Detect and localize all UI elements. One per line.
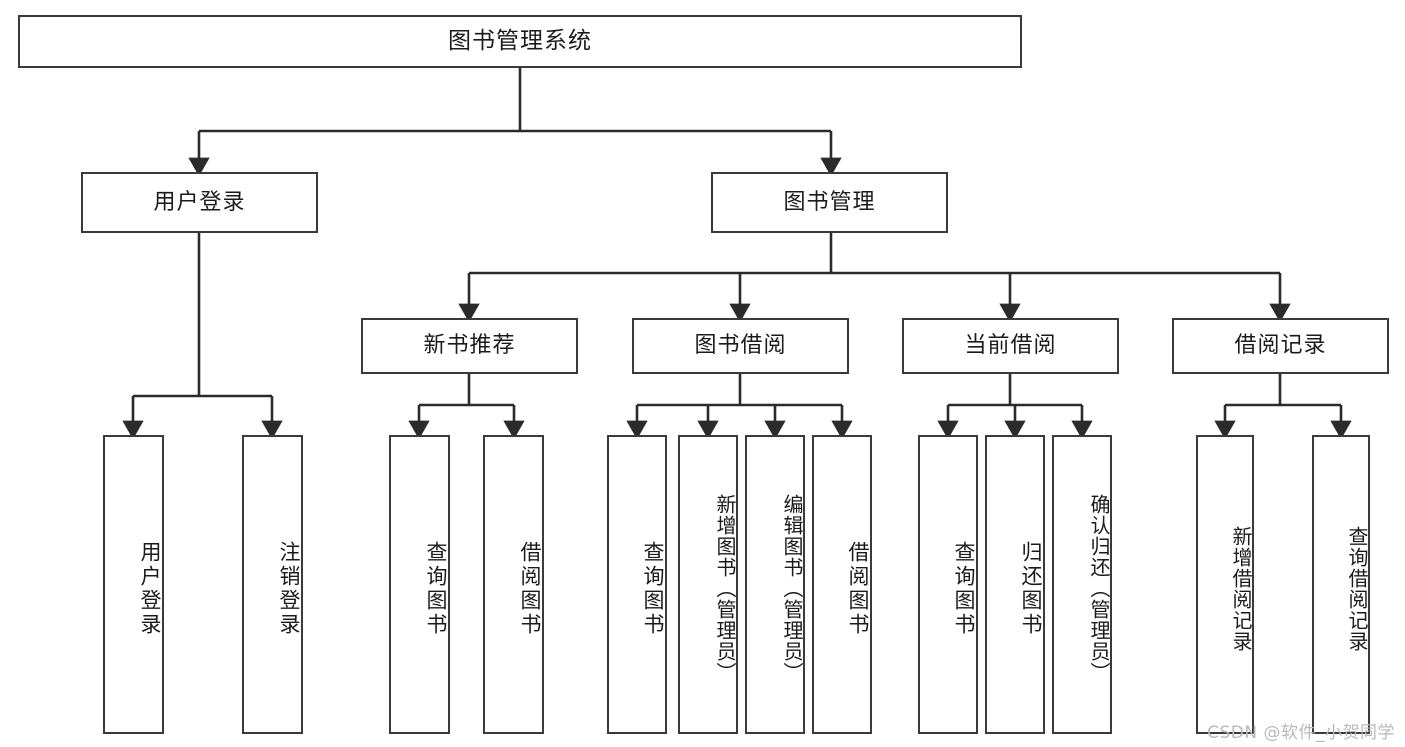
leaf-current-borrow-query-label: 查询图书 xyxy=(952,540,976,637)
node-new-book-recommend[interactable]: 新书推荐 xyxy=(361,318,578,374)
leaf-book-borrow-query[interactable]: 查询图书 xyxy=(607,435,667,734)
leaf-new-book-query[interactable]: 查询图书 xyxy=(389,435,450,734)
node-user-login[interactable]: 用户登录 xyxy=(81,172,318,233)
leaf-borrow-record-query[interactable]: 查询借阅记录 xyxy=(1312,435,1370,734)
leaf-current-borrow-return[interactable]: 归还图书 xyxy=(985,435,1045,734)
leaf-current-borrow-confirm-label: 确认归还（管理员） xyxy=(1087,494,1111,683)
node-current-borrow-label: 当前借阅 xyxy=(964,333,1057,359)
node-root-system[interactable]: 图书管理系统 xyxy=(18,15,1022,68)
leaf-current-borrow-confirm[interactable]: 确认归还（管理员） xyxy=(1052,435,1112,734)
node-book-management-label: 图书管理 xyxy=(783,189,876,215)
leaf-book-borrow-borrow-label: 借阅图书 xyxy=(846,540,870,637)
leaf-current-borrow-return-label: 归还图书 xyxy=(1019,540,1043,637)
node-new-book-recommend-label: 新书推荐 xyxy=(423,333,516,359)
leaf-borrow-record-add-label: 新增借阅记录 xyxy=(1229,525,1253,652)
leaf-user-login-logout[interactable]: 注销登录 xyxy=(242,435,303,734)
node-user-login-label: 用户登录 xyxy=(153,189,246,215)
leaf-new-book-borrow-label: 借阅图书 xyxy=(518,540,542,637)
leaf-book-borrow-query-label: 查询图书 xyxy=(641,540,665,637)
node-borrow-record[interactable]: 借阅记录 xyxy=(1172,318,1389,374)
node-book-borrow-label: 图书借阅 xyxy=(694,333,787,359)
leaf-new-book-borrow[interactable]: 借阅图书 xyxy=(483,435,544,734)
leaf-current-borrow-query[interactable]: 查询图书 xyxy=(918,435,978,734)
leaf-book-borrow-add[interactable]: 新增图书（管理员） xyxy=(678,435,738,734)
node-book-management[interactable]: 图书管理 xyxy=(711,172,948,233)
leaf-borrow-record-add[interactable]: 新增借阅记录 xyxy=(1196,435,1254,734)
leaf-book-borrow-edit[interactable]: 编辑图书（管理员） xyxy=(745,435,805,734)
leaf-book-borrow-add-label: 新增图书（管理员） xyxy=(713,494,737,683)
leaf-book-borrow-borrow[interactable]: 借阅图书 xyxy=(812,435,872,734)
leaf-user-login-login-label: 用户登录 xyxy=(138,540,162,637)
leaf-borrow-record-query-label: 查询借阅记录 xyxy=(1345,525,1369,652)
leaf-new-book-query-label: 查询图书 xyxy=(424,540,448,637)
leaf-book-borrow-edit-label: 编辑图书（管理员） xyxy=(780,494,804,683)
node-borrow-record-label: 借阅记录 xyxy=(1234,333,1327,359)
leaf-user-login-logout-label: 注销登录 xyxy=(277,540,301,637)
node-root-system-label: 图书管理系统 xyxy=(448,27,592,54)
node-current-borrow[interactable]: 当前借阅 xyxy=(902,318,1119,374)
leaf-user-login-login[interactable]: 用户登录 xyxy=(103,435,164,734)
node-book-borrow[interactable]: 图书借阅 xyxy=(632,318,849,374)
